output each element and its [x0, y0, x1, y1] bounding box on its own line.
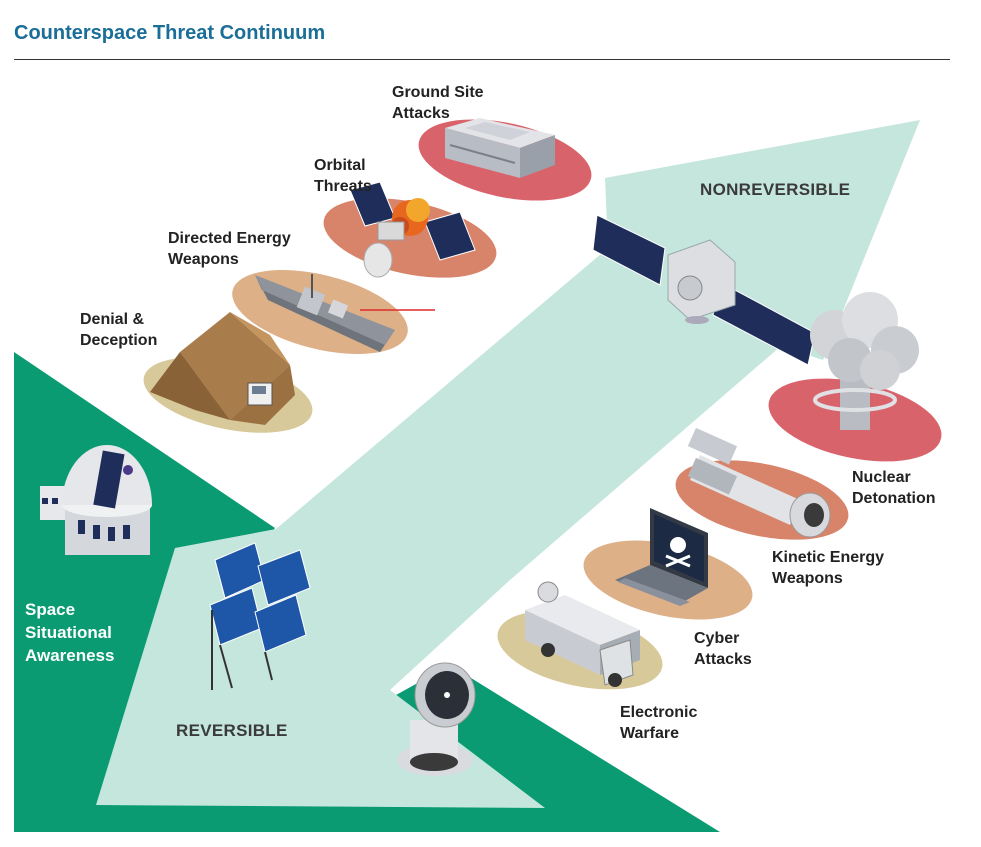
- denial-label-line1: Denial &: [80, 311, 145, 328]
- ground-site-label: Ground Site Attacks: [392, 82, 484, 124]
- ground-site-building-icon: [445, 118, 555, 178]
- ground-site-label-line1: Ground Site: [392, 84, 484, 101]
- orbital-label: Orbital Threats: [314, 155, 372, 197]
- ssa-label-line3: Awareness: [25, 646, 115, 665]
- kinetic-label: Kinetic Energy Weapons: [772, 547, 884, 589]
- cyber-label-line1: Cyber: [694, 630, 740, 647]
- kinetic-label-line2: Weapons: [772, 570, 843, 587]
- nuclear-label: Nuclear Detonation: [852, 467, 936, 509]
- solar-panel-array-icon: [209, 542, 311, 690]
- denial-label: Denial & Deception: [80, 309, 157, 351]
- kinetic-label-line1: Kinetic Energy: [772, 549, 885, 566]
- electronic-label-line2: Warfare: [620, 725, 679, 742]
- radar-dish-icon: [397, 662, 476, 776]
- camouflage-tent-icon: [150, 312, 295, 425]
- hacked-laptop-icon: [615, 508, 708, 606]
- cyber-label: Cyber Attacks: [694, 628, 752, 670]
- missile-icon: [687, 427, 831, 538]
- exploding-satellite-icon: [349, 181, 476, 278]
- nuclear-label-line1: Nuclear: [852, 469, 911, 486]
- ssa-label: Space Situational Awareness: [25, 598, 114, 667]
- mushroom-cloud-icon: [810, 292, 919, 430]
- orbital-label-line1: Orbital: [314, 157, 366, 174]
- nonreversible-label: NONREVERSIBLE: [700, 180, 851, 199]
- warship-laser-icon: [255, 274, 435, 352]
- diagram-title: Counterspace Threat Continuum: [14, 22, 326, 44]
- jamming-truck-icon: [525, 581, 640, 687]
- satellite-icon: [592, 214, 816, 366]
- ground-site-label-line2: Attacks: [392, 105, 450, 122]
- directed-energy-label: Directed Energy Weapons: [168, 228, 291, 270]
- nuclear-label-line2: Detonation: [852, 490, 936, 507]
- ssa-label-line1: Space: [25, 600, 76, 619]
- directed-energy-label-line2: Weapons: [168, 251, 239, 268]
- directed-energy-label-line1: Directed Energy: [168, 230, 291, 247]
- reversible-label: REVERSIBLE: [176, 721, 288, 740]
- title-rule: [14, 59, 950, 60]
- ssa-label-line2: Situational: [25, 623, 112, 642]
- orbital-label-line2: Threats: [314, 178, 372, 195]
- denial-label-line2: Deception: [80, 332, 158, 349]
- electronic-label: Electronic Warfare: [620, 702, 697, 744]
- electronic-label-line1: Electronic: [620, 704, 698, 721]
- observatory-icon: [40, 445, 152, 555]
- cyber-label-line2: Attacks: [694, 651, 752, 668]
